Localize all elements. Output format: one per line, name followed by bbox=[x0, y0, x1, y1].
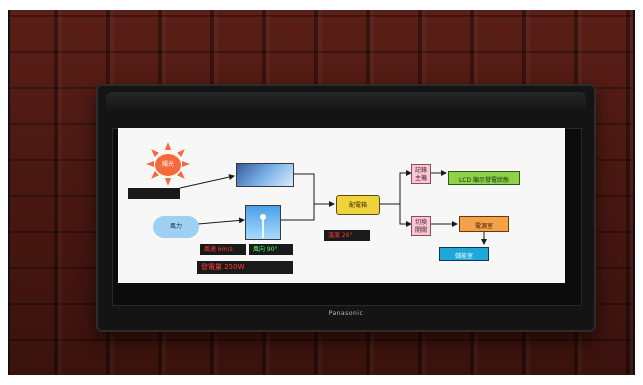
energy-label: 儲能室 bbox=[454, 253, 473, 260]
wind-label: 風力 bbox=[169, 223, 182, 230]
solar-panel-image bbox=[236, 163, 294, 187]
diagram-arrows bbox=[179, 170, 487, 245]
wind-power-tag: 發電量 250W bbox=[197, 261, 293, 274]
sun-label: 陽光 bbox=[161, 161, 174, 168]
tv-reflection bbox=[106, 92, 586, 112]
distribution-box: 配電箱 bbox=[336, 195, 380, 215]
wind-direction-tag: 風向 90° bbox=[249, 244, 293, 255]
switch-box-label: 切換 開關 bbox=[414, 219, 427, 234]
lcd-display-box: LCD 顯示發電狀態 bbox=[448, 171, 520, 185]
power-room-box: 電源室 bbox=[459, 216, 509, 232]
photo-border-bottom bbox=[0, 375, 643, 385]
energy-storage-box: 儲能室 bbox=[439, 247, 489, 261]
photo-border-right bbox=[635, 0, 643, 385]
photo-border-left bbox=[0, 0, 8, 385]
record-host-box: 記錄 主機 bbox=[411, 164, 431, 184]
solar-power-tag bbox=[128, 188, 180, 199]
controller-label: 配電箱 bbox=[348, 202, 367, 209]
temperature-tag: 溫度 26° bbox=[324, 230, 370, 241]
tv-screen: 陽光 風力 風速 6m/s 風向 90° 發電量 250W 配電箱 溫度 26°… bbox=[118, 128, 565, 283]
cloud-icon: 風力 bbox=[153, 216, 199, 238]
sun-icon: 陽光 bbox=[145, 142, 191, 186]
wind-speed-tag: 風速 6m/s bbox=[200, 244, 246, 255]
lcd-label: LCD 顯示發電狀態 bbox=[458, 177, 510, 184]
record-box-label: 記錄 主機 bbox=[414, 167, 427, 182]
switch-box: 切換 開關 bbox=[411, 216, 431, 236]
room-label: 電源室 bbox=[474, 223, 493, 230]
tv-display: 陽光 風力 風速 6m/s 風向 90° 發電量 250W 配電箱 溫度 26°… bbox=[96, 84, 596, 332]
tv-brand-logo: Panasonic bbox=[328, 310, 364, 317]
photo-border-top bbox=[0, 0, 643, 10]
wind-turbine-image bbox=[245, 205, 281, 240]
